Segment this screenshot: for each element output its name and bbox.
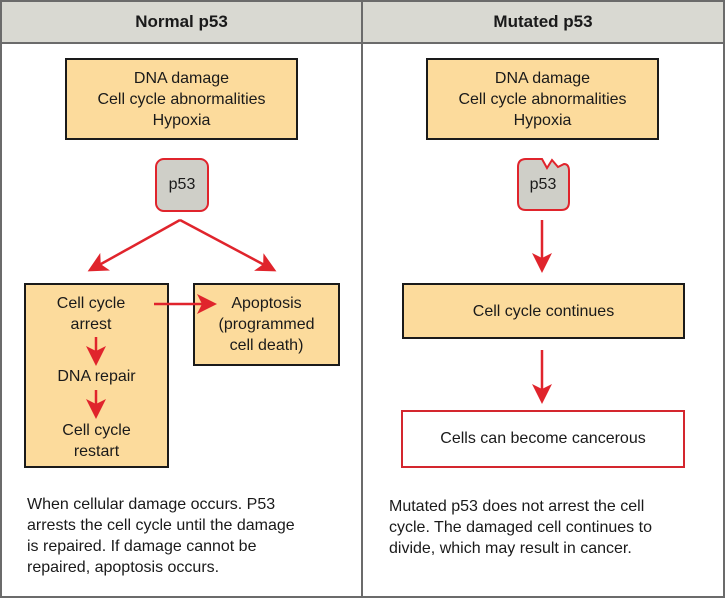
mutated-trigger-line-2: Cell cycle abnormalities	[458, 90, 627, 108]
normal-p53-header: Normal p53	[2, 2, 361, 44]
mutated-trigger-line-1: DNA damage	[494, 69, 591, 87]
mutated-p53-node	[517, 158, 570, 211]
mutated-p53-label: p53	[529, 176, 557, 193]
trigger-line-3: Hypoxia	[152, 111, 211, 129]
cancerous-label: Cells can become cancerous	[440, 430, 646, 447]
panel-divider	[361, 0, 363, 598]
mutated-trigger-line-3: Hypoxia	[513, 111, 572, 129]
cell-cycle-continues-box: Cell cycle continues	[402, 283, 685, 339]
mutated-p53-shape	[517, 158, 570, 211]
mutated-caption: Mutated p53 does not arrest the cell cyc…	[389, 496, 719, 559]
repair-line: DNA repair	[57, 368, 136, 385]
restart-line-2: restart	[73, 443, 120, 460]
apoptosis-line-3: cell death)	[229, 337, 304, 354]
mutated-p53-header-label: Mutated p53	[493, 12, 593, 31]
mutated-trigger-box: DNA damage Cell cycle abnormalities Hypo…	[426, 58, 659, 140]
arrow-p53-to-apoptosis	[179, 218, 277, 272]
normal-p53-node: p53	[155, 158, 209, 212]
apoptosis-line-2: (programmed	[218, 316, 315, 333]
restart-line-1: Cell cycle	[62, 422, 131, 439]
arrest-line-2: arrest	[70, 316, 112, 333]
normal-caption-line-2: arrests the cell cycle until the damage	[27, 517, 295, 534]
mutated-p53-header: Mutated p53	[363, 2, 723, 44]
normal-caption-line-3: is repaired. If damage cannot be	[27, 538, 257, 555]
mutated-caption-line-1: Mutated p53 does not arrest the cell	[389, 498, 645, 515]
mutated-p53-label-wrap: p53	[514, 174, 572, 195]
continues-label: Cell cycle continues	[472, 302, 615, 320]
normal-p53-label: p53	[168, 176, 196, 193]
normal-caption-line-1: When cellular damage occurs. P53	[27, 496, 276, 513]
normal-p53-header-label: Normal p53	[135, 12, 228, 31]
cell-cycle-arrest-box	[24, 283, 169, 468]
dna-repair-label: DNA repair	[24, 366, 169, 387]
mutated-caption-line-3: divide, which may result in cancer.	[389, 540, 632, 557]
normal-trigger-box: DNA damage Cell cycle abnormalities Hypo…	[65, 58, 298, 140]
cell-cycle-restart-label: Cell cycle restart	[24, 420, 169, 462]
cancerous-box: Cells can become cancerous	[401, 410, 685, 468]
apoptosis-box: Apoptosis (programmed cell death)	[193, 283, 340, 366]
normal-caption-line-4: repaired, apoptosis occurs.	[27, 559, 220, 576]
trigger-line-1: DNA damage	[133, 69, 230, 87]
cell-cycle-arrest-label: Cell cycle arrest	[24, 293, 158, 335]
normal-caption: When cellular damage occurs. P53 arrests…	[27, 494, 357, 578]
trigger-line-2: Cell cycle abnormalities	[97, 90, 266, 108]
arrest-line-1: Cell cycle	[56, 295, 126, 312]
apoptosis-line-1: Apoptosis	[231, 295, 302, 312]
mutated-caption-line-2: cycle. The damaged cell continues to	[389, 519, 652, 536]
arrow-p53-to-arrest	[87, 218, 181, 272]
